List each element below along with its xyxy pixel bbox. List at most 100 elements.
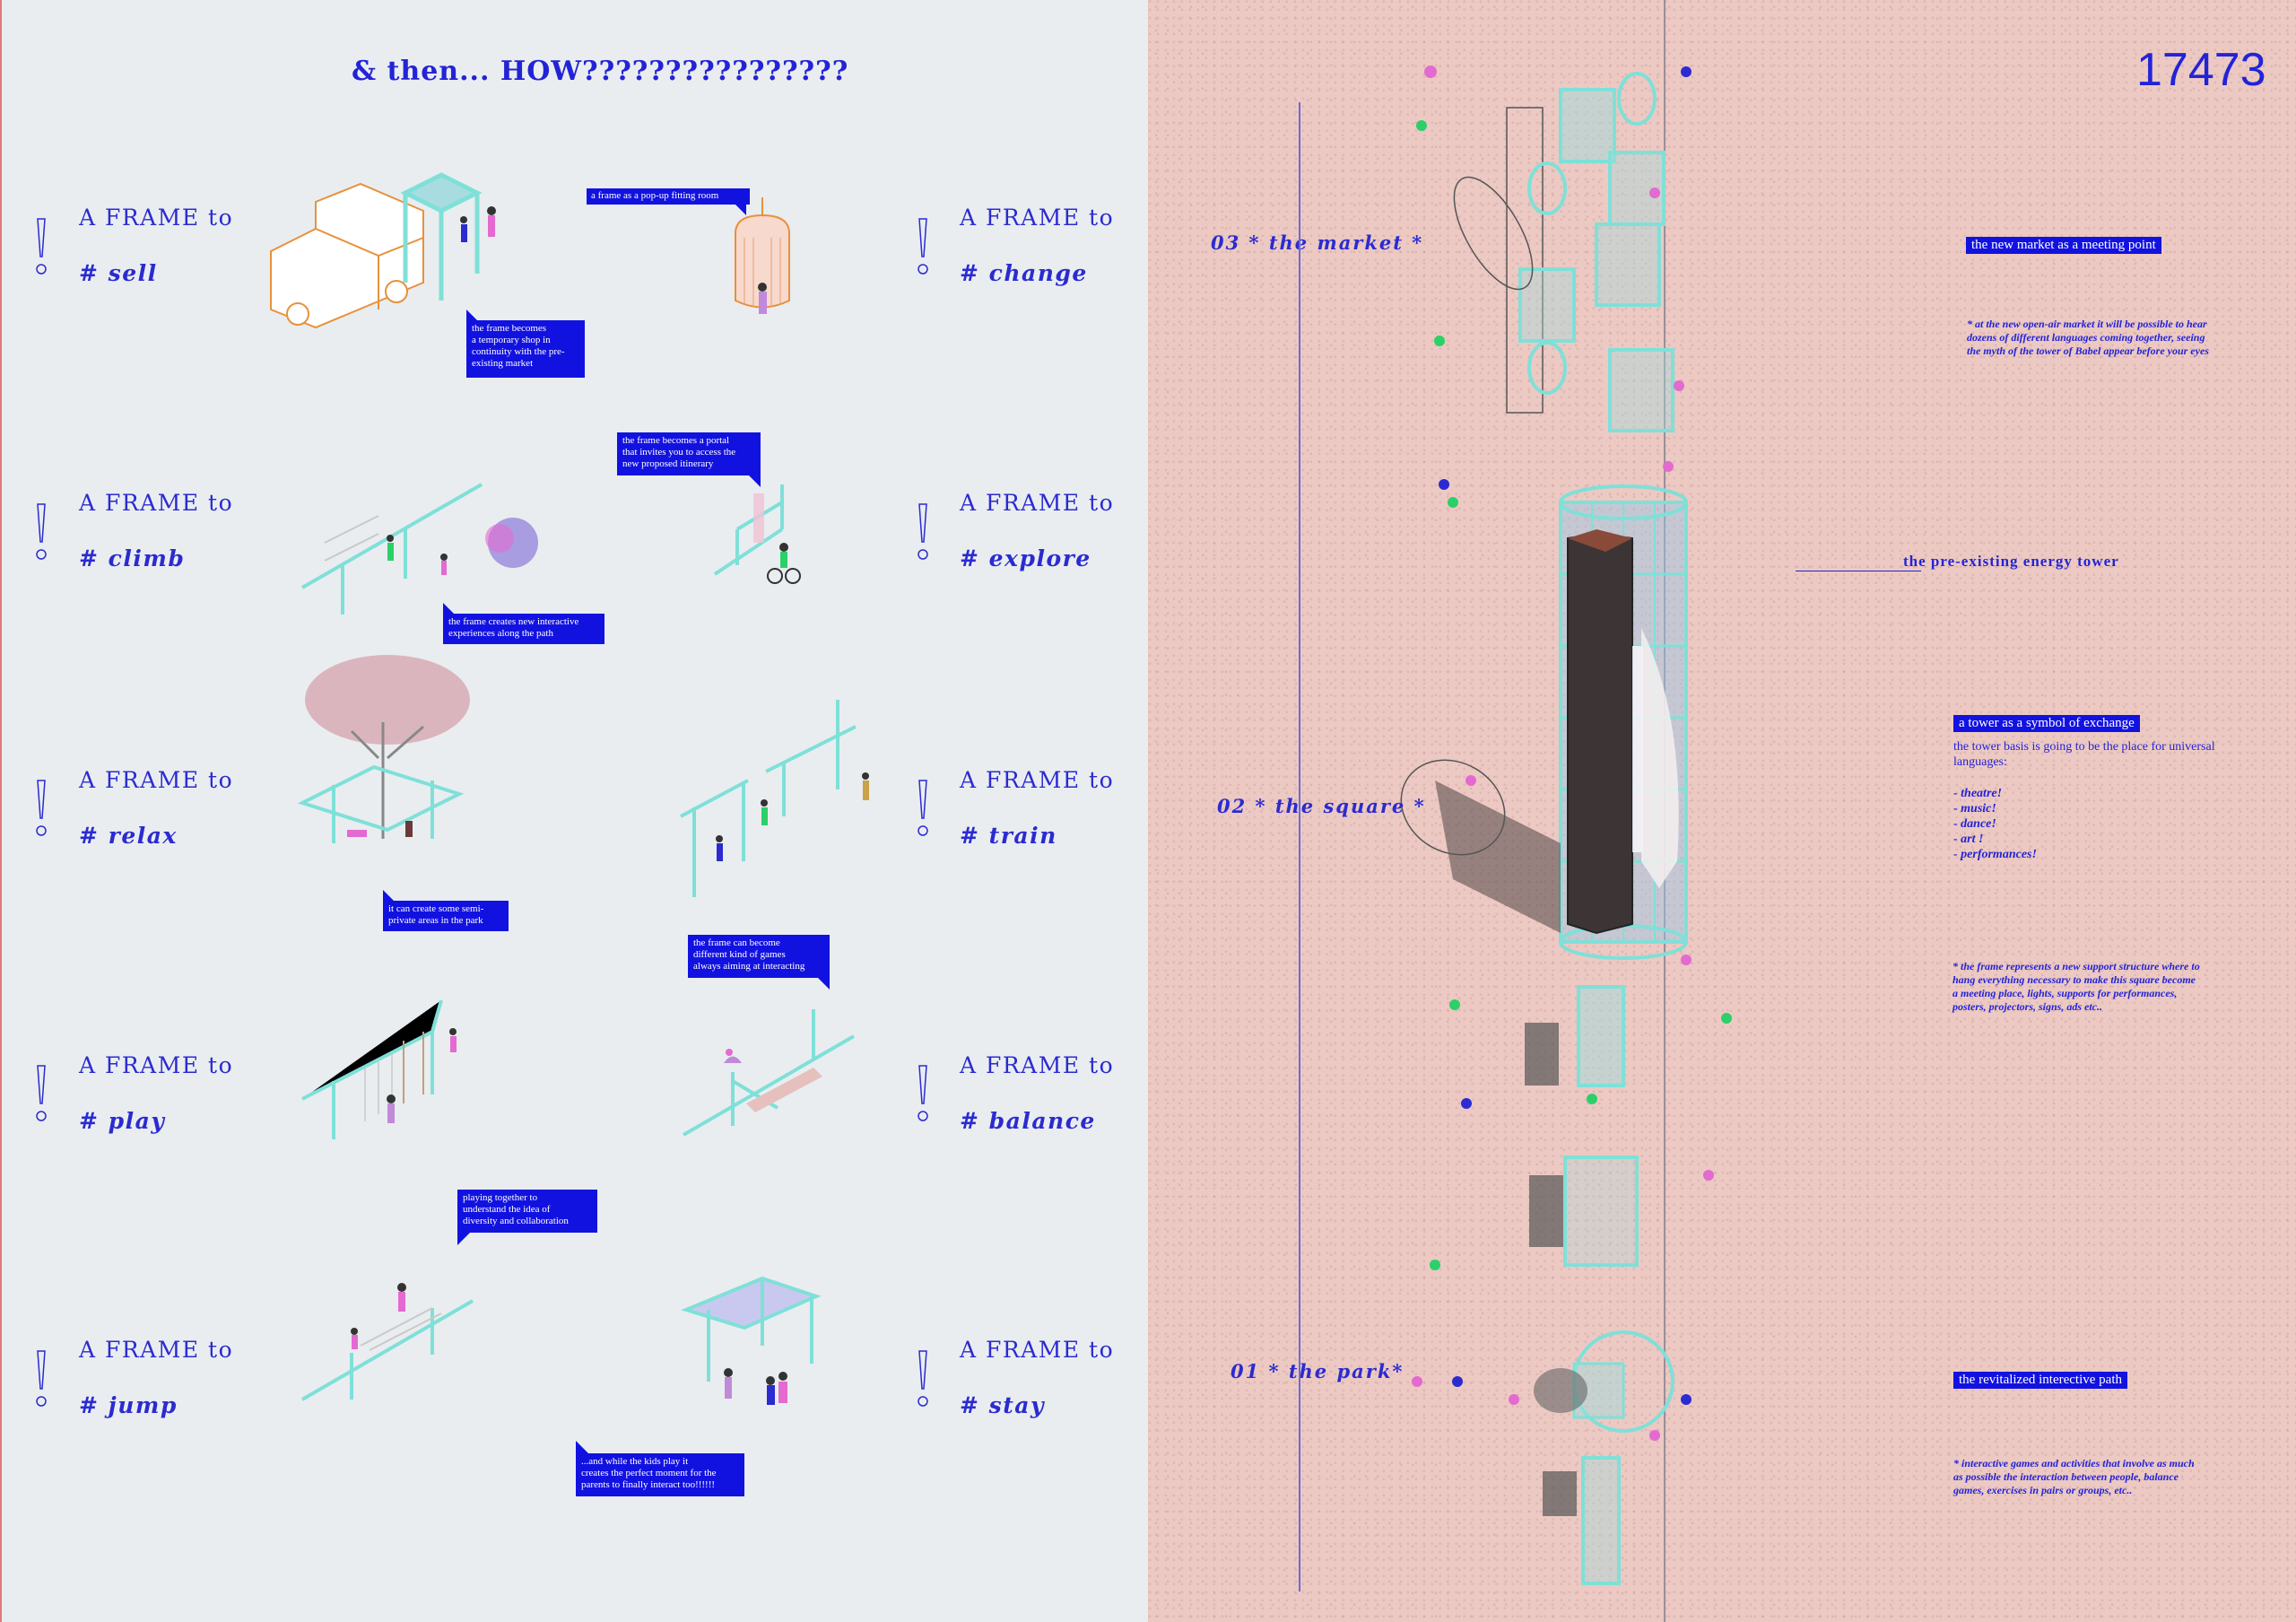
label-symbol-exchange: a tower as a symbol of exchange: [1953, 715, 2140, 732]
label-revitalized-path: the revitalized interective path: [1953, 1372, 2127, 1389]
page-title: & then... HOW????????????????: [352, 56, 849, 87]
row5-right-prefix: A FRAME to: [960, 1337, 1115, 1363]
tower-list: - theatre! - music! - dance! - art ! - p…: [1953, 786, 2037, 862]
scale-line: [1299, 102, 1300, 1591]
row5-left-verb: # jump: [79, 1392, 178, 1418]
callout-line: playing together to: [463, 1192, 538, 1203]
note-line: as possible the interaction between peop…: [1953, 1470, 2179, 1483]
text-line: languages:: [1953, 755, 2007, 769]
callout-shop: the frame becomes a temporary shop in co…: [466, 320, 585, 378]
row2-right-prefix: A FRAME to: [960, 490, 1115, 516]
list-item: - music!: [1953, 802, 1996, 815]
list-item: - art !: [1953, 833, 1984, 846]
callout-semi-private: it can create some semi- private areas i…: [383, 901, 509, 931]
row5-left-prefix: A FRAME to: [79, 1337, 234, 1363]
callout-line: diversity and collaboration: [463, 1216, 569, 1226]
note-line: * interactive games and activities that …: [1953, 1457, 2195, 1469]
truck-shop-illustration: [270, 172, 496, 329]
callout-line: a temporary shop in: [472, 335, 551, 345]
explore-portal-illustration: [713, 484, 801, 584]
site-plan-illustration: [1400, 65, 1732, 1585]
row2-left-verb: # climb: [79, 545, 186, 571]
exclamation-icon: [36, 780, 47, 836]
row4-right-verb: # balance: [960, 1108, 1096, 1134]
note-line: * at the new open-air market it will be …: [1967, 318, 2207, 330]
callout-line: it can create some semi-: [388, 903, 484, 914]
fitting-room-illustration: [735, 197, 790, 314]
callout-line: that invites you to access the: [622, 447, 736, 458]
note-frame: * the frame represents a new support str…: [1952, 960, 2200, 1014]
callout-line: ...and while the kids play it: [581, 1456, 689, 1467]
note-line: posters, projectors, signs, ads etc..: [1952, 1000, 2103, 1013]
note-line: hang everything necessary to make this s…: [1952, 973, 2196, 986]
list-item: - performances!: [1953, 848, 2037, 861]
note-line: dozens of different languages coming tog…: [1967, 331, 2205, 344]
note-line: a meeting place, lights, supports for pe…: [1952, 987, 2178, 999]
row3-right-verb: # train: [960, 823, 1057, 849]
callout-tail: [466, 310, 477, 320]
exclamation-icon: [918, 503, 928, 560]
row4-left-prefix: A FRAME to: [79, 1052, 234, 1078]
climb-frame-illustration: [301, 483, 538, 615]
exclamation-icon: [918, 218, 928, 275]
callout-fitting-room: a frame as a pop-up fitting room: [587, 188, 750, 205]
callout-tail: [735, 205, 746, 215]
callout-tail: [749, 475, 761, 487]
callout-parents: ...and while the kids play it creates th…: [576, 1453, 744, 1496]
callout-tail: [576, 1441, 588, 1453]
row5-right-verb: # stay: [960, 1392, 1045, 1418]
row1-left-verb: # sell: [79, 260, 158, 286]
note-path: * interactive games and activities that …: [1953, 1457, 2195, 1497]
left-panel: & then... HOW???????????????? A FRAME to…: [0, 0, 1148, 1622]
row2-right-verb: # explore: [960, 545, 1091, 571]
row2-left-prefix: A FRAME to: [79, 490, 234, 516]
callout-line: the frame can become: [693, 937, 780, 948]
callout-interactive: the frame creates new interactive experi…: [443, 614, 604, 644]
row1-right-verb: # change: [960, 260, 1088, 286]
exclamation-icon: [918, 780, 928, 836]
row4-right-prefix: A FRAME to: [960, 1052, 1115, 1078]
callout-tail: [443, 603, 454, 614]
row1-right-prefix: A FRAME to: [960, 205, 1115, 231]
note-line: games, exercises in pairs or groups, etc…: [1953, 1484, 2133, 1496]
train-frame-illustration: [680, 700, 869, 897]
row3-left-verb: # relax: [79, 823, 178, 849]
callout-line: different kind of games: [693, 949, 786, 960]
text-line: the tower basis is going to be the place…: [1953, 740, 2215, 754]
callout-games: the frame can become different kind of g…: [688, 935, 830, 978]
callout-line: understand the idea of: [463, 1204, 551, 1215]
note-market: * at the new open-air market it will be …: [1967, 318, 2209, 358]
row1-left-prefix: A FRAME to: [79, 205, 234, 231]
callout-tail: [457, 1233, 470, 1245]
callout-tail: [383, 890, 394, 901]
callout-line: creates the perfect moment for the: [581, 1468, 717, 1478]
row4-left-verb: # play: [79, 1108, 166, 1134]
callout-line: the frame creates new interactive: [448, 616, 579, 627]
label-meeting-point: the new market as a meeting point: [1966, 237, 2161, 254]
note-line: the myth of the tower of Babel appear be…: [1967, 344, 2209, 357]
exclamation-icon: [918, 1350, 928, 1407]
exclamation-icon: [36, 1350, 47, 1407]
callout-line: experiences along the path: [448, 628, 553, 639]
right-panel: 17473 03 * the market * 02 * the square …: [1148, 0, 2296, 1622]
note-line: * the frame represents a new support str…: [1952, 960, 2200, 972]
callout-line: private areas in the park: [388, 915, 483, 926]
callout-together: playing together to understand the idea …: [457, 1190, 597, 1233]
callout-line: a frame as a pop-up fitting room: [591, 190, 719, 201]
list-item: - theatre!: [1953, 787, 2003, 800]
callout-line: new proposed itinerary: [622, 458, 714, 469]
jump-frame-illustration: [300, 1283, 474, 1401]
callout-line: the frame becomes a portal: [622, 435, 730, 446]
section-park: 01 * the park*: [1231, 1360, 1405, 1382]
stay-frame-illustration: [681, 1276, 822, 1405]
row3-left-prefix: A FRAME to: [79, 767, 234, 793]
callout-line: always aiming at interacting: [693, 961, 805, 972]
callout-line: the frame becomes: [472, 323, 547, 334]
callout-line: continuity with the pre-: [472, 346, 565, 357]
relax-tree-illustration: [297, 655, 470, 843]
tower-description: the tower basis is going to be the place…: [1953, 739, 2215, 770]
label-energy-tower: the pre-existing energy tower: [1903, 553, 2119, 570]
callout-line: parents to finally interact too!!!!!!: [581, 1479, 716, 1490]
section-square: 02 * the square *: [1217, 795, 1426, 817]
exclamation-icon: [36, 1065, 47, 1121]
